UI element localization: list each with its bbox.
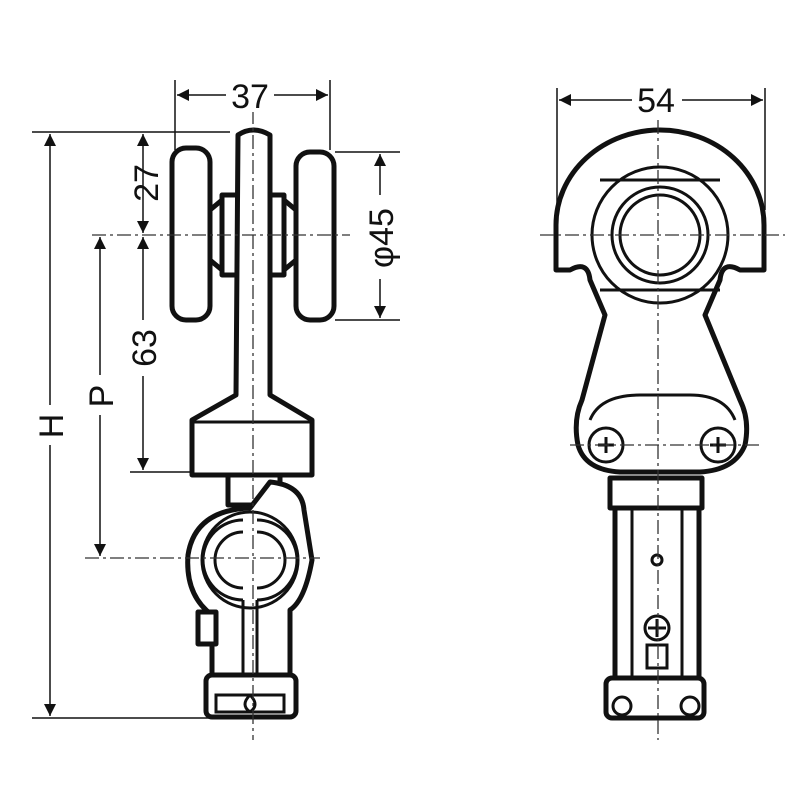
side-view: 54: [540, 82, 785, 740]
front-view: 37 27 63 P H φ45: [32, 78, 401, 740]
dim-p: P: [83, 385, 121, 408]
dim-54: 54: [637, 82, 675, 120]
dim-63: 63: [126, 329, 164, 367]
dim-phi45: φ45: [363, 208, 401, 268]
dim-27: 27: [128, 164, 166, 202]
dim-h: H: [33, 414, 71, 439]
dim-37: 37: [231, 78, 269, 116]
